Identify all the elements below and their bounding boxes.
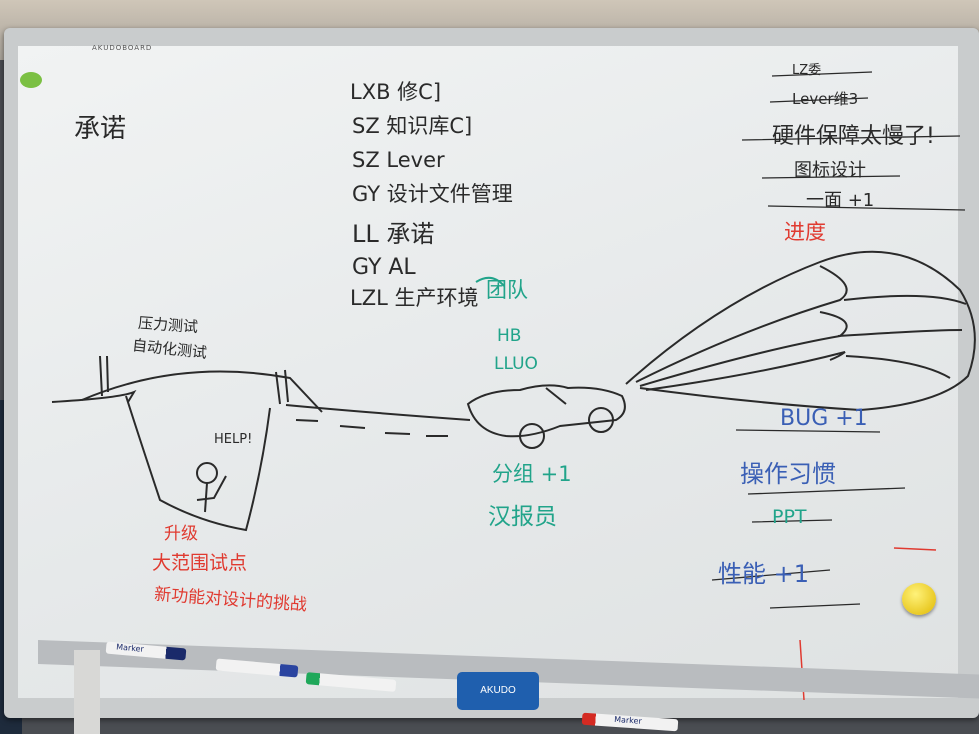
names-list-item: LZL 生产环境 — [350, 286, 479, 310]
right-item: LZ委 — [792, 63, 822, 78]
team-text: 团队 — [486, 278, 528, 302]
marker-label: Marker — [115, 642, 145, 654]
bug-text: BUG +1 — [780, 406, 868, 431]
lluo-text: LLUO — [494, 354, 538, 374]
right-item: 图标设计 — [794, 160, 866, 181]
red-note-1: 升级 — [164, 524, 198, 544]
reporter-text: 汉报员 — [488, 504, 557, 530]
red-note-2: 大范围试点 — [152, 552, 248, 574]
bridge-drawing — [51, 355, 471, 532]
bridge-label-1: 压力测试 — [137, 313, 199, 337]
right-item: 硬件保障太慢了! — [772, 124, 935, 149]
marker-label: Marker — [613, 714, 643, 726]
hb-text: HB — [497, 326, 522, 346]
board-logo — [20, 72, 42, 88]
progress-text: 进度 — [784, 220, 826, 244]
stick-figure — [196, 462, 227, 513]
habit-text: 操作习惯 — [740, 460, 836, 488]
car-drawing — [466, 384, 626, 449]
perf-text: 性能 +1 — [718, 560, 810, 588]
yellow-magnet[interactable] — [902, 583, 936, 615]
whiteboard-surface — [18, 46, 958, 698]
eraser[interactable]: AKUDO — [457, 672, 539, 710]
parachute-drawing — [625, 250, 976, 412]
road-dashes — [295, 419, 448, 437]
names-list-item: SZ Lever — [352, 148, 445, 172]
eraser-brand: AKUDO — [480, 685, 516, 696]
names-list-item: LL 承诺 — [352, 220, 435, 248]
right-item: Lever维3 — [792, 90, 859, 108]
names-list-item: GY 设计文件管理 — [352, 182, 513, 206]
ppt-text: PPT — [772, 506, 807, 528]
board-leg — [74, 650, 100, 734]
plus-one-text: 分组 +1 — [492, 462, 572, 486]
help-text: HELP! — [214, 432, 253, 447]
brand-label: AKUDOBOARD — [92, 44, 153, 52]
strike-lines — [711, 71, 966, 609]
names-list-item: GY AL — [352, 255, 416, 280]
right-item: 一面 +1 — [806, 190, 875, 211]
names-list-item: LXB 修C] — [350, 80, 442, 104]
heading-text: 承诺 — [74, 114, 127, 144]
names-list-item: SZ 知识库C] — [352, 114, 473, 138]
